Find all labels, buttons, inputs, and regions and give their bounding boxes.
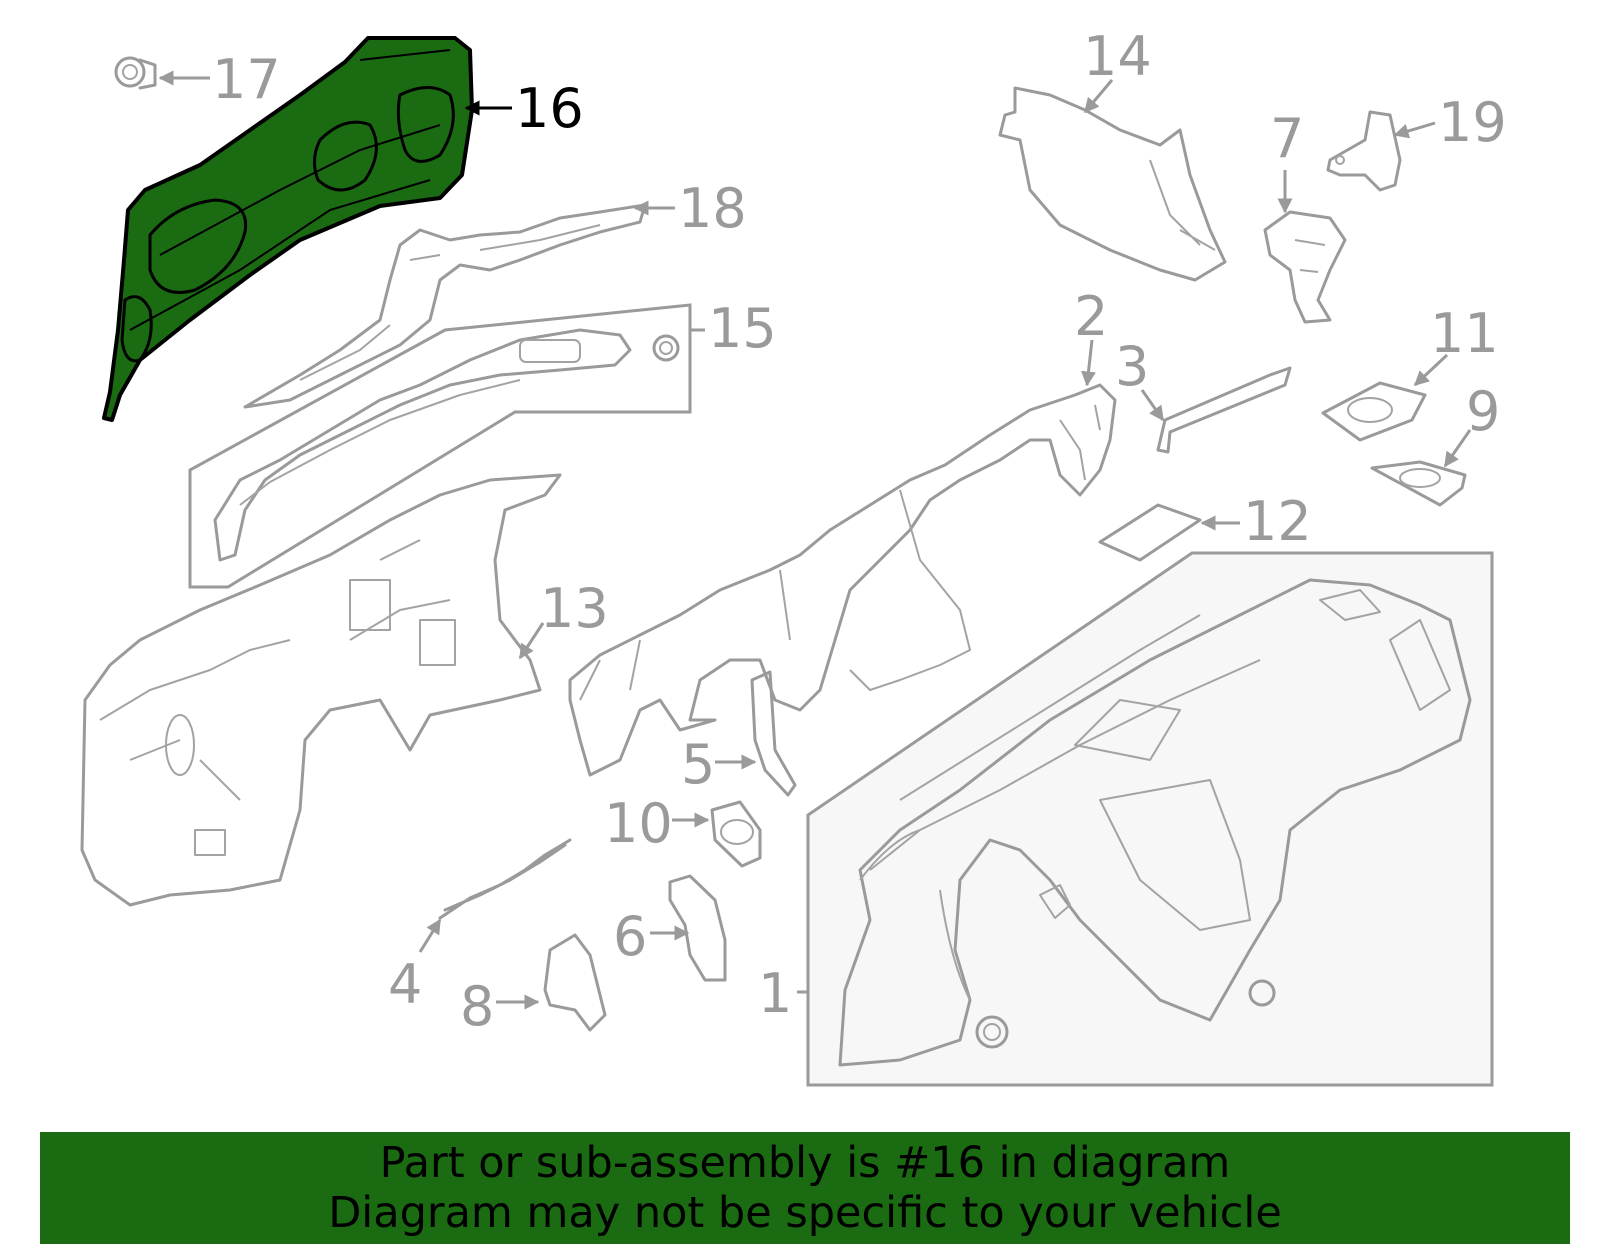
part-8-bracket[interactable] bbox=[543, 933, 607, 1032]
part-15-beam-group[interactable] bbox=[188, 303, 692, 589]
callout-14: 14 bbox=[1083, 25, 1152, 88]
callout-11: 11 bbox=[1430, 302, 1499, 365]
part-14-cover[interactable] bbox=[998, 86, 1227, 282]
part-16-dash-insulator[interactable] bbox=[102, 36, 474, 422]
callout-6: 6 bbox=[613, 905, 647, 968]
info-banner: Part or sub-assembly is #16 in diagram D… bbox=[40, 1132, 1570, 1244]
callout-16[interactable]: 16 bbox=[515, 77, 584, 140]
callout-8: 8 bbox=[460, 975, 494, 1038]
callout-13: 13 bbox=[540, 577, 609, 640]
part-11-grille[interactable] bbox=[1321, 381, 1427, 442]
callout-10: 10 bbox=[604, 792, 673, 855]
part-12-cover[interactable] bbox=[1098, 503, 1202, 562]
part-5-bracket[interactable] bbox=[750, 670, 797, 797]
callout-labels: 17 16 18 15 14 7 19 2 3 11 9 12 13 5 10 … bbox=[212, 25, 1507, 1038]
callout-17: 17 bbox=[212, 48, 281, 111]
part-2-cross-car-beam[interactable] bbox=[568, 383, 1117, 777]
callout-4: 4 bbox=[388, 953, 422, 1016]
banner-line-1: Part or sub-assembly is #16 in diagram bbox=[379, 1138, 1231, 1188]
part-6-bracket[interactable] bbox=[668, 874, 727, 982]
part-19-bracket[interactable] bbox=[1326, 110, 1402, 192]
callout-7: 7 bbox=[1270, 107, 1304, 170]
callout-3: 3 bbox=[1115, 335, 1149, 398]
callout-12: 12 bbox=[1243, 490, 1312, 553]
part-4-harness[interactable] bbox=[438, 838, 572, 920]
part-1-instrument-panel[interactable] bbox=[806, 551, 1494, 1087]
part-9-grille[interactable] bbox=[1370, 460, 1467, 507]
leader-lines bbox=[158, 70, 1472, 1010]
callout-9: 9 bbox=[1466, 380, 1500, 443]
callout-2: 2 bbox=[1074, 285, 1108, 348]
part-3-brace[interactable] bbox=[1156, 366, 1292, 454]
callout-1: 1 bbox=[758, 962, 792, 1025]
part-10-grille[interactable] bbox=[710, 800, 762, 868]
part-17-clip[interactable] bbox=[114, 56, 157, 90]
callout-15: 15 bbox=[708, 297, 777, 360]
part-13-dash-panel[interactable] bbox=[80, 473, 562, 907]
banner-line-2: Diagram may not be specific to your vehi… bbox=[328, 1188, 1282, 1238]
callout-19: 19 bbox=[1438, 91, 1507, 154]
callout-5: 5 bbox=[681, 733, 715, 796]
callout-18: 18 bbox=[678, 177, 747, 240]
part-7-bracket[interactable] bbox=[1263, 210, 1347, 324]
